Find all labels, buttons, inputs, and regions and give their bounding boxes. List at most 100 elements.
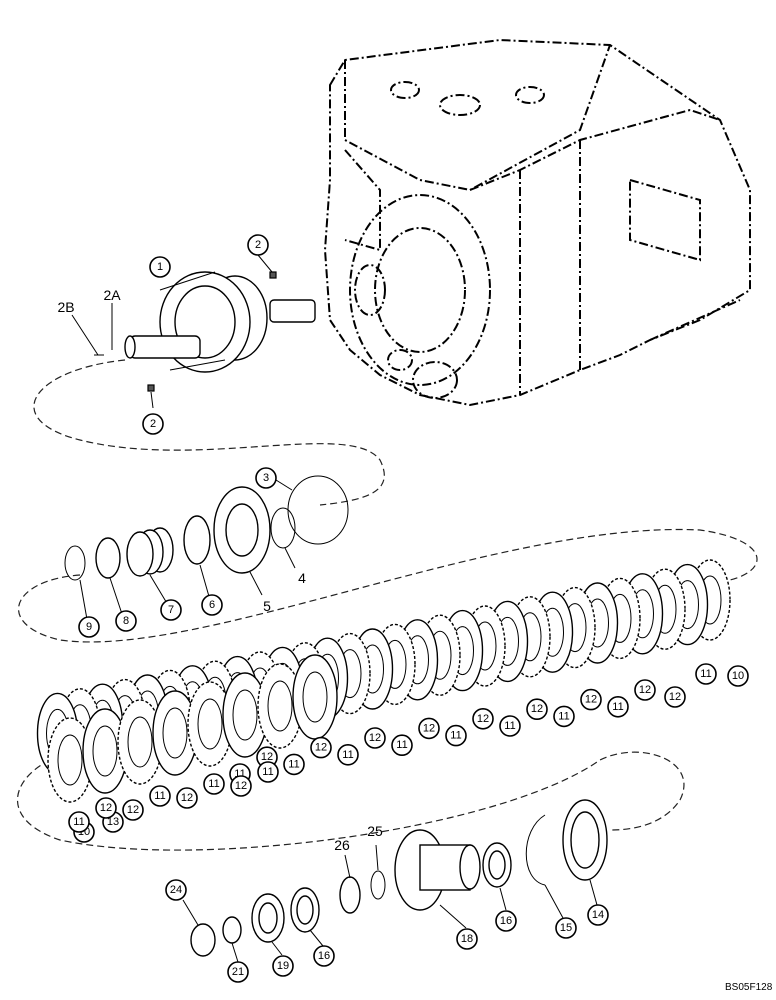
callout-6: 6 [201,594,223,616]
svg-text:12: 12 [235,780,247,792]
callout-11: 11 [553,705,575,728]
svg-text:16: 16 [318,950,330,962]
callout-14: 14 [587,904,609,926]
callout-12: 12 [310,736,332,759]
svg-text:11: 11 [504,720,515,732]
svg-text:12: 12 [423,722,435,734]
transmission-housing [323,38,751,407]
callout-11: 11 [607,695,629,718]
callout-18: 18 [456,928,478,950]
svg-text:3: 3 [263,472,269,484]
svg-text:15: 15 [560,922,572,934]
steel-plate [257,663,303,749]
callout-2-top: 2 [247,234,269,256]
label-26: 26 [334,837,350,853]
svg-text:6: 6 [209,599,215,611]
callout-12: 12 [122,799,144,821]
o-ring-small [270,507,296,549]
reference-code: BS05F128 [725,982,773,993]
svg-text:13: 13 [107,816,119,828]
assembly-path-line-3 [17,751,685,851]
svg-text:11: 11 [208,778,219,790]
callout-16-left: 16 [313,945,335,967]
callout-11: 11 [445,724,467,747]
lower-clutch-pack [47,654,338,803]
callout-12: 12 [176,787,198,809]
label-2b: 2B [57,299,74,315]
svg-text:11: 11 [558,710,569,722]
svg-text:2: 2 [150,418,156,430]
callout-12: 12 [526,698,548,721]
seal-ring [183,515,211,565]
callout-11: 11 [283,753,305,776]
shaft-assembly [124,271,316,373]
steel-plate [187,681,233,767]
svg-text:12: 12 [127,804,139,816]
svg-text:11: 11 [450,730,461,742]
callout-12: 12 [230,775,252,797]
callout-1: 1 [149,256,171,278]
callout-21: 21 [227,961,249,983]
callout-11: 11 [68,811,90,833]
callout-3: 3 [255,467,277,489]
callout-11-top-right: 11 [695,663,717,685]
svg-text:21: 21 [232,966,244,978]
callout-16-right: 16 [495,910,517,932]
callout-11: 11 [391,734,413,757]
snap-ring [64,545,86,581]
svg-text:11: 11 [700,668,711,680]
svg-text:12: 12 [531,703,543,715]
label-4: 4 [298,570,306,586]
friction-disc [222,672,268,758]
svg-text:12: 12 [585,694,597,706]
svg-text:11: 11 [612,701,623,713]
o-ring-large [287,475,349,545]
label-2a: 2A [103,287,121,303]
callout-2-bottom: 2 [142,413,164,435]
dowel-pin-top [269,271,277,279]
svg-text:12: 12 [369,732,381,744]
label-25: 25 [367,823,383,839]
callout-11: 11 [337,743,359,766]
callout-15: 15 [555,917,577,939]
svg-text:10: 10 [732,670,744,682]
dowel-pin-bottom [147,384,155,392]
callout-12: 12 [418,717,440,740]
spring-pack [126,527,174,577]
svg-text:12: 12 [669,691,681,703]
callout-9: 9 [78,616,100,638]
svg-text:12: 12 [261,751,273,763]
callout-12: 12 [95,797,117,819]
svg-text:2: 2 [255,239,261,251]
svg-text:16: 16 [500,915,512,927]
svg-text:11: 11 [342,749,353,761]
callout-24: 24 [165,879,187,901]
callout-12-top-right: 12 [664,686,686,708]
svg-text:8: 8 [123,615,129,627]
svg-text:11: 11 [396,739,407,751]
callout-7: 7 [160,599,182,621]
friction-disc [292,654,338,740]
svg-text:11: 11 [73,816,84,828]
callout-11: 11 [499,715,521,737]
gear-and-bearings [190,799,608,957]
upper-row-callouts: 12 11 12 11 12 11 12 11 12 11 12 11 12 11 12 11 [229,679,656,785]
assembly-path-line-1 [33,359,385,506]
svg-text:11: 11 [262,766,273,778]
svg-text:1: 1 [157,261,163,273]
svg-text:12: 12 [477,713,489,725]
friction-disc [152,690,198,776]
svg-text:12: 12 [315,742,327,754]
callout-12: 12 [364,727,386,749]
svg-text:24: 24 [170,884,182,896]
svg-text:12: 12 [639,684,651,696]
svg-text:7: 7 [168,604,174,616]
svg-text:12: 12 [181,792,193,804]
callout-11: 11 [149,785,171,807]
callout-19: 19 [272,955,294,977]
lower-row-callouts: 11 12 11 12 11 12 12 11 [68,761,279,833]
callout-10-right: 10 [727,665,749,687]
svg-text:19: 19 [277,960,289,972]
svg-text:12: 12 [100,802,112,814]
